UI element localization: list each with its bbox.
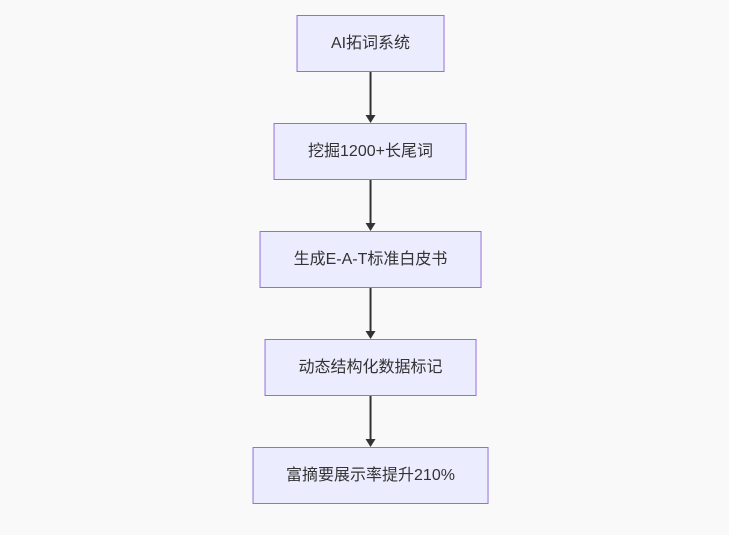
arrow-shaft [369, 288, 372, 332]
flow-arrow-down-2 [365, 180, 376, 231]
arrowhead-icon [365, 439, 376, 447]
flow-node-rich-snippet-result: 富摘要展示率提升210% [252, 447, 489, 504]
flowchart: AI拓词系统 挖掘1200+长尾词 生成E-A-T标准白皮书 动态结构化数据标记… [252, 15, 489, 504]
flow-arrow-down-3 [365, 288, 376, 339]
arrowhead-icon [365, 115, 376, 123]
flow-arrow-down-1 [365, 72, 376, 123]
flow-node-longtail-mining: 挖掘1200+长尾词 [274, 123, 467, 180]
arrowhead-icon [365, 331, 376, 339]
flow-node-eat-whitepaper: 生成E-A-T标准白皮书 [259, 231, 482, 288]
flow-node-ai-keyword-system: AI拓词系统 [296, 15, 445, 72]
arrowhead-icon [365, 223, 376, 231]
arrow-shaft [369, 396, 372, 440]
arrow-shaft [369, 72, 372, 116]
flow-node-structured-data-markup: 动态结构化数据标记 [264, 339, 477, 396]
flow-arrow-down-4 [365, 396, 376, 447]
arrow-shaft [369, 180, 372, 224]
